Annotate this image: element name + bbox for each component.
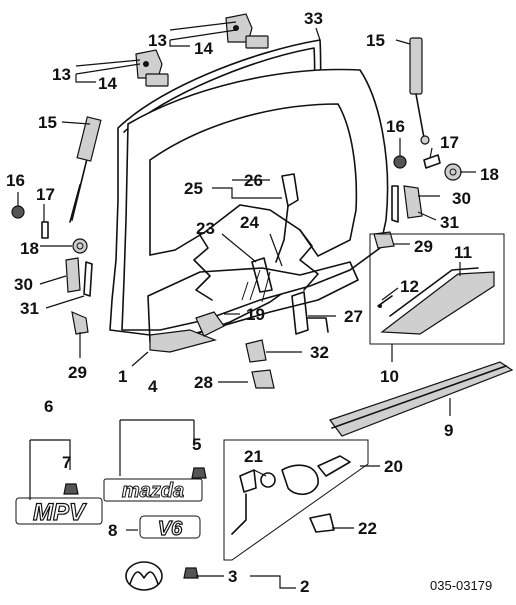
callout-21: 21 — [244, 447, 263, 466]
mazda-wordmark-emblem: mazda — [103, 478, 203, 503]
side-bracket-right — [373, 185, 423, 249]
callout-3: 3 — [228, 567, 237, 586]
callout-9: 9 — [444, 421, 453, 440]
callout-26: 26 — [244, 171, 263, 190]
upper-hinge — [225, 13, 269, 49]
gas-strut-right — [409, 37, 430, 145]
callout-16-left: 16 — [6, 171, 25, 190]
callout-17-left: 17 — [36, 185, 55, 204]
mazda-wordmark-text: mazda — [122, 480, 184, 502]
mpv-badge-emblem: MPV — [15, 497, 103, 527]
figure-code: 035-03179 — [430, 578, 492, 593]
callout-11: 11 — [454, 243, 472, 262]
inner-panel-break-right — [299, 229, 319, 291]
callout-31-left: 31 — [20, 299, 39, 318]
callout-1: 1 — [118, 367, 127, 386]
v6-badge-emblem: V6 — [139, 515, 201, 541]
inner-panel-break — [193, 231, 213, 301]
gas-strut-left — [69, 116, 102, 223]
callout-5: 5 — [192, 435, 201, 454]
side-bracket-left — [65, 257, 93, 335]
callout-6: 6 — [44, 397, 53, 416]
latch-assembly — [195, 173, 329, 389]
spoiler-box — [369, 233, 505, 345]
callout-29-right: 29 — [414, 237, 433, 256]
callout-15-right: 15 — [366, 31, 385, 50]
emblem-clips — [63, 467, 207, 579]
callout-18-left: 18 — [20, 239, 39, 258]
callout-29-left: 29 — [68, 363, 87, 382]
leader-lines — [17, 21, 476, 589]
callout-33: 33 — [304, 9, 323, 28]
callout-27: 27 — [344, 307, 363, 326]
callout-14-upper: 14 — [194, 39, 213, 58]
callout-labels: 33 13 14 13 14 15 15 16 17 18 16 17 18 2… — [6, 9, 499, 596]
callout-18-right: 18 — [480, 165, 499, 184]
callout-32: 32 — [310, 343, 329, 362]
callout-24: 24 — [240, 213, 259, 232]
callout-10: 10 — [380, 367, 399, 386]
callout-15-left: 15 — [38, 113, 57, 132]
callout-4: 4 — [148, 377, 158, 396]
callout-13-upper: 13 — [148, 31, 167, 50]
callout-19: 19 — [246, 305, 265, 324]
callout-23: 23 — [196, 219, 215, 238]
callout-30-left: 30 — [14, 275, 33, 294]
callout-17-right: 17 — [440, 133, 459, 152]
callout-13-lower: 13 — [52, 65, 71, 84]
callout-7: 7 — [62, 453, 71, 472]
callout-16-right: 16 — [386, 117, 405, 136]
license-trim-strip — [149, 329, 217, 353]
callout-14-lower: 14 — [98, 74, 117, 93]
callout-2: 2 — [300, 577, 309, 596]
callout-31-right: 31 — [440, 213, 459, 232]
callout-8: 8 — [108, 521, 117, 540]
liftgate-panel — [109, 39, 389, 353]
lower-garnish-strip — [329, 361, 514, 437]
callout-20: 20 — [384, 457, 403, 476]
callout-30-right: 30 — [452, 189, 471, 208]
fasteners-right — [393, 154, 462, 181]
v6-badge-text: V6 — [158, 518, 183, 540]
lock-set-box — [223, 439, 369, 561]
callout-12: 12 — [400, 277, 419, 296]
callout-22: 22 — [358, 519, 377, 538]
mpv-badge-text: MPV — [33, 499, 87, 526]
lower-hinge — [135, 49, 169, 87]
mazda-logo-emblem — [125, 561, 163, 591]
callout-25: 25 — [184, 179, 203, 198]
callout-28: 28 — [194, 373, 213, 392]
